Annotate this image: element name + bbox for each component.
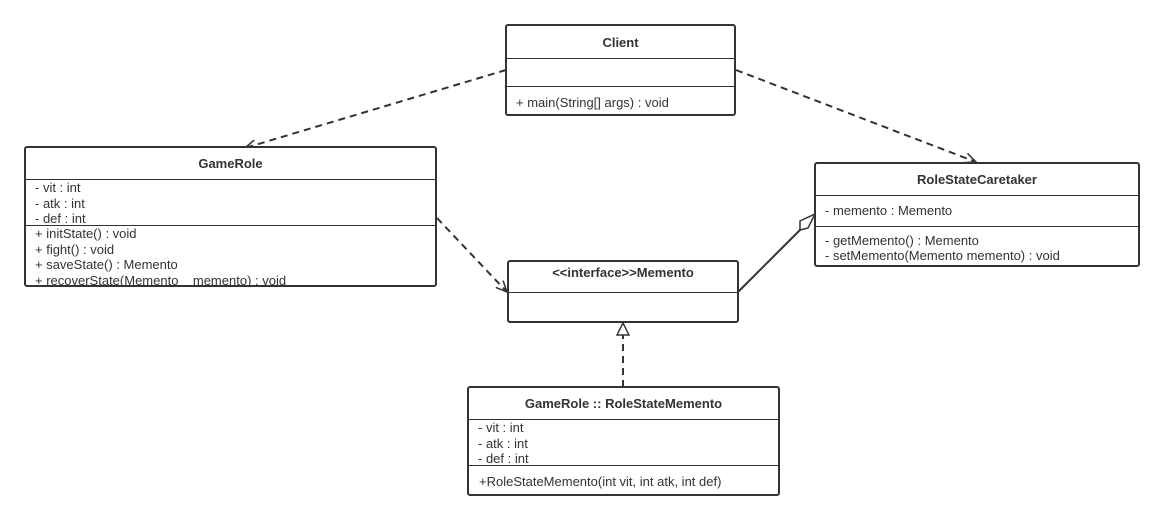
class-gamerole-attr: - vit : int <box>35 180 81 195</box>
class-gamerole-attr: - def : int <box>35 211 86 226</box>
dependency-client-gamerole <box>243 69 507 151</box>
dependency-gamerole-memento <box>436 217 509 294</box>
class-rolestatememento-attr: - vit : int <box>478 420 524 435</box>
class-gamerole-methods: + initState() : void + fight() : void + … <box>26 225 435 287</box>
class-client-methods: + main(String[] args) : void <box>507 86 734 111</box>
class-rolestatememento-attr: - def : int <box>478 451 529 466</box>
class-gamerole-method: + fight() : void <box>35 241 115 257</box>
class-caretaker-title: RoleStateCaretaker <box>816 164 1138 196</box>
class-gamerole-attr: - atk : int <box>35 195 85 211</box>
class-gamerole-method: + initState() : void <box>35 226 137 241</box>
class-rolestatememento-methods: +RoleStateMemento(int vit, int atk, int … <box>469 465 778 490</box>
class-rolestatememento-title: GameRole :: RoleStateMemento <box>469 388 778 420</box>
class-client-title: Client <box>507 26 734 59</box>
class-client-method: + main(String[] args) : void <box>516 95 669 110</box>
class-caretaker-attributes: - memento : Memento <box>816 196 1138 226</box>
class-gamerole[interactable]: GameRole - vit : int - atk : int - def :… <box>24 146 437 287</box>
class-rolestatememento[interactable]: GameRole :: RoleStateMemento - vit : int… <box>467 386 780 496</box>
class-caretaker-methods: - getMemento() : Memento - setMemento(Me… <box>816 226 1138 263</box>
class-memento-title: <<interface>>Memento <box>509 262 737 293</box>
class-rolestatememento-attr: - atk : int <box>478 435 528 451</box>
class-gamerole-title: GameRole <box>26 148 435 180</box>
class-rolestatememento-attributes: - vit : int - atk : int - def : int <box>469 420 778 466</box>
dependency-client-caretaker <box>735 69 978 164</box>
class-client-attributes <box>507 59 734 86</box>
class-client[interactable]: Client + main(String[] args) : void <box>505 24 736 116</box>
class-rolestatecaretaker[interactable]: RoleStateCaretaker - memento : Memento -… <box>814 162 1140 267</box>
class-rolestatememento-method: +RoleStateMemento(int vit, int atk, int … <box>479 474 722 489</box>
class-memento-interface[interactable]: <<interface>>Memento <box>507 260 739 323</box>
class-caretaker-attr: - memento : Memento <box>825 203 953 218</box>
class-gamerole-attributes: - vit : int - atk : int - def : int <box>26 180 435 226</box>
class-caretaker-method: - setMemento(Memento memento) : void <box>825 248 1060 263</box>
aggregation-line <box>737 229 801 293</box>
class-caretaker-method: - getMemento() : Memento <box>825 233 979 248</box>
class-gamerole-method: + recoverState(Memento memento) : void <box>35 272 287 287</box>
aggregation-diamond-icon <box>799 212 817 231</box>
class-gamerole-method: + saveState() : Memento <box>35 257 178 272</box>
